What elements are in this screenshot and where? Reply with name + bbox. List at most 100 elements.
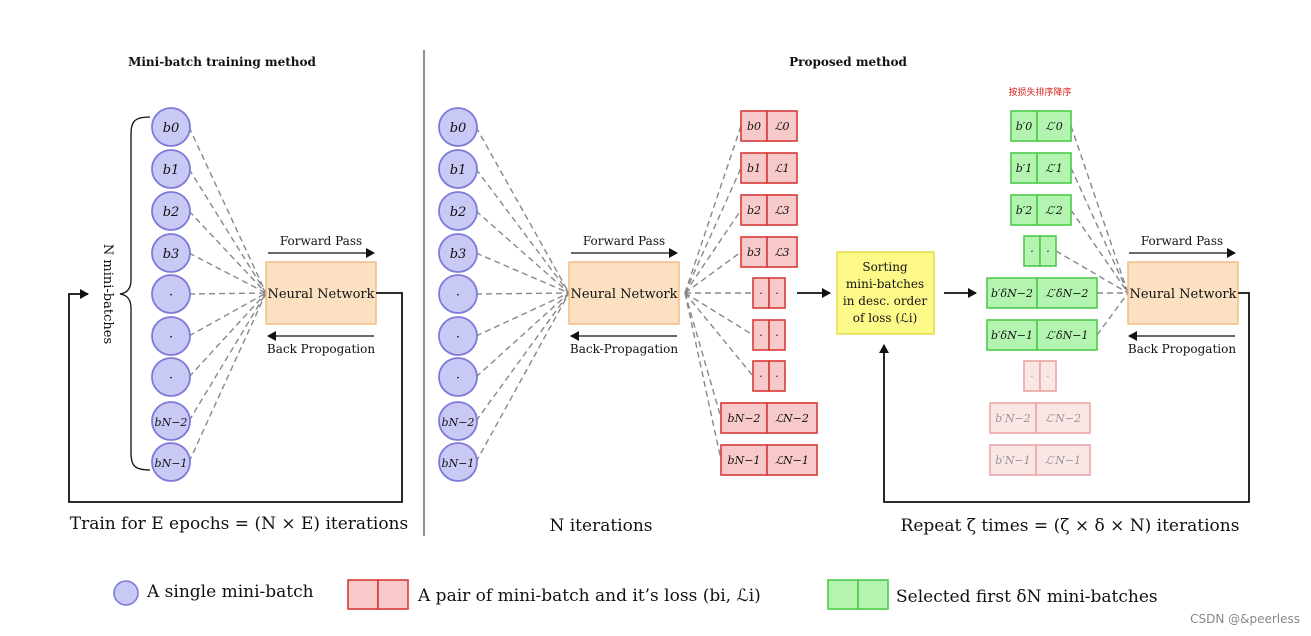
unselected-pair-batch-cell (989, 402, 1037, 434)
back-label-2: Back Propogation (1128, 342, 1236, 356)
right-dash-7 (475, 292, 570, 422)
selected-pair-batch-label: b′δN−1 (991, 329, 1033, 342)
red-dash-2 (684, 209, 742, 294)
loss-pair-loss-label: · (775, 287, 779, 300)
right-minibatch-label: bN−1 (442, 457, 475, 470)
loss-pair-loss-cell (766, 194, 798, 226)
loss-pair-batch-label: bN−2 (728, 412, 761, 425)
right-minibatch-label: b3 (450, 247, 467, 262)
unselected-pair-batch-cell (989, 444, 1037, 476)
selected-pair-loss-label: ℒ′2 (1045, 204, 1062, 217)
loss-pair: ·· (752, 360, 786, 392)
red-dash-1 (684, 167, 742, 294)
forward-label-1: Forward Pass (583, 234, 665, 248)
forward-label-left: Forward Pass (280, 234, 362, 248)
selected-pair-loss-label: ℒ′1 (1045, 162, 1062, 175)
red-dash-6 (684, 292, 754, 377)
green-dash-3 (1055, 250, 1129, 294)
red-dash-8 (684, 292, 722, 461)
unselected-pair-batch-label: b′N−2 (995, 412, 1030, 425)
green-dash-2 (1070, 209, 1129, 294)
sort-box (836, 251, 935, 335)
unselected-pair-batch-cell (1023, 360, 1041, 392)
left-minibatch-label: · (169, 371, 173, 386)
selected-pair-batch-label: b′1 (1016, 162, 1033, 175)
right-minibatch-circle (438, 274, 478, 314)
selected-pair-batch-label: · (1030, 245, 1034, 258)
unselected-pair-loss-cell (1035, 402, 1091, 434)
sort-line-1: Sorting (862, 260, 908, 274)
green-dash-5 (1096, 292, 1129, 336)
loss-pair-loss-label: ℒ0 (775, 120, 790, 133)
unselected-pair-batch-label: b′N−1 (995, 454, 1030, 467)
loss-pair-batch-label: · (759, 287, 763, 300)
left-dash-7 (188, 292, 267, 422)
left-minibatch-label: · (169, 330, 173, 345)
selected-pair-loss-label: · (1046, 245, 1050, 258)
selected-pair-batch-cell (1010, 152, 1038, 184)
right-caption: Repeat ζ times = (ζ × δ × N) iterations (901, 516, 1240, 536)
selected-pair-loss-cell (1036, 277, 1098, 309)
right-minibatch-label: b1 (450, 163, 467, 178)
loss-pair-batch-label: b1 (747, 162, 761, 175)
right-minibatch-circle (438, 357, 478, 397)
right-minibatch-label: bN−2 (442, 416, 475, 429)
neural-network-box-1 (568, 261, 680, 325)
selected-pair-loss-label: ℒ′0 (1045, 120, 1062, 133)
red-dash-5 (684, 292, 754, 336)
unselected-pair-loss-label: · (1046, 370, 1050, 383)
right-minibatch-label: · (456, 288, 460, 303)
red-dash-7 (684, 292, 722, 419)
loss-pair-loss-label: ℒ3 (775, 204, 790, 217)
loss-pair-loss-label: ℒN−1 (775, 454, 809, 467)
repeat-loop-arrow (879, 292, 1250, 503)
red-dash-0 (684, 125, 742, 294)
left-minibatch-label: b3 (163, 247, 180, 262)
left-minibatch-label: b0 (163, 121, 180, 136)
selected-pair-loss-cell (1036, 319, 1098, 351)
left-dash-4 (188, 292, 267, 295)
loss-pair-batch-label: b3 (747, 246, 761, 259)
unselected-pair-loss-cell (1039, 360, 1057, 392)
loss-pair-loss-cell (766, 402, 818, 434)
right-minibatch-label: b0 (450, 121, 467, 136)
left-dash-6 (188, 292, 267, 378)
left-dash-5 (188, 292, 267, 337)
loss-pair-loss-cell (766, 444, 818, 476)
unselected-pair-batch-label: · (1030, 370, 1034, 383)
loss-pair-batch-cell (740, 110, 768, 142)
loss-pair-loss-label: ℒ3 (775, 246, 790, 259)
back-label-1: Back-Propagation (570, 342, 678, 356)
left-dash-1 (188, 168, 267, 294)
right-minibatch-circle (438, 191, 478, 231)
selected-pair-loss-cell (1036, 110, 1072, 142)
selected-pair-batch-cell (1010, 194, 1038, 226)
right-minibatch-label: · (456, 371, 460, 386)
left-minibatch-label: · (169, 288, 173, 303)
loss-pair-loss-label: · (775, 370, 779, 383)
left-dash-3 (188, 252, 267, 294)
loss-pair-loss-cell (768, 360, 786, 392)
selected-pair-batch-label: b′δN−2 (991, 287, 1033, 300)
left-minibatch-circle (151, 274, 191, 314)
neural-network-box-2 (1127, 261, 1239, 325)
right-minibatch-circle (438, 316, 478, 356)
left-dash-8 (188, 292, 267, 463)
right-dash-2 (475, 210, 570, 294)
loss-pair-loss-cell (766, 110, 798, 142)
right-dash-4 (475, 292, 570, 295)
left-dash-0 (188, 126, 267, 294)
unselected-pair: ·· (1023, 360, 1057, 392)
loss-pair-batch-label: b0 (747, 120, 761, 133)
loss-pair-loss-cell (768, 277, 786, 309)
loss-pair: b3 ℒ3 (740, 236, 798, 268)
left-title: Mini-batch training method (128, 55, 316, 69)
